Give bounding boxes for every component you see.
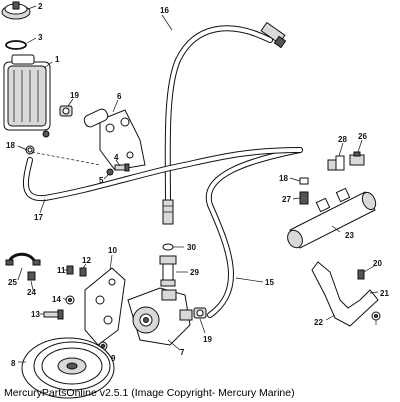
callout-19-upper: 19 <box>70 91 79 100</box>
callout-16: 16 <box>160 6 169 15</box>
callout-7: 7 <box>180 348 185 357</box>
callout-18-left: 18 <box>6 141 15 150</box>
callout-2: 2 <box>38 2 43 11</box>
clamp-18-right <box>299 177 309 185</box>
callout-23: 23 <box>345 231 354 240</box>
fitting-26 <box>349 151 365 166</box>
hose-clamp-left <box>25 145 35 155</box>
elbow-fitting-28 <box>327 155 345 171</box>
power-steering-pump <box>127 287 193 346</box>
fitting-29 <box>159 255 177 287</box>
bolt-13 <box>43 309 64 320</box>
callout-25: 25 <box>8 278 17 287</box>
bolt-11 <box>66 265 74 275</box>
bolt-4 <box>114 163 130 172</box>
hose-16-end-fitting <box>260 21 287 49</box>
callout-26: 26 <box>358 132 367 141</box>
o-ring <box>5 40 27 50</box>
bolt-5 <box>106 168 114 176</box>
callout-17: 17 <box>34 213 43 222</box>
callout-1: 1 <box>55 55 60 64</box>
support-bracket-21 <box>311 261 379 327</box>
callout-14: 14 <box>52 295 61 304</box>
callout-11: 11 <box>57 266 66 275</box>
callout-24: 24 <box>27 288 36 297</box>
o-ring-30 <box>162 243 174 251</box>
callout-28: 28 <box>338 135 347 144</box>
pump-bracket <box>84 267 126 346</box>
callout-12: 12 <box>82 256 91 265</box>
hose-16-lower-fitting <box>162 199 174 225</box>
reservoir <box>3 54 51 138</box>
bolt-24 <box>27 271 36 281</box>
mounting-bracket <box>83 108 146 171</box>
fitting-27 <box>299 191 309 205</box>
bolt-12 <box>79 267 87 277</box>
clamp-strap-25 <box>5 252 41 266</box>
callout-13: 13 <box>31 310 40 319</box>
callout-15: 15 <box>265 278 274 287</box>
callout-5: 5 <box>99 176 104 185</box>
callout-6: 6 <box>117 92 122 101</box>
fitting-19-upper <box>59 105 73 117</box>
oil-cooler <box>287 187 377 249</box>
callout-3: 3 <box>38 33 43 42</box>
callout-21: 21 <box>380 289 389 298</box>
callout-4: 4 <box>114 153 119 162</box>
callout-29: 29 <box>190 268 199 277</box>
copyright-caption: MercuryPartsOnline v2.5.1 (Image Copyrig… <box>4 387 295 399</box>
callout-18-right: 18 <box>279 174 288 183</box>
bolt-20 <box>357 269 365 280</box>
reservoir-cap <box>1 1 31 20</box>
callout-8: 8 <box>11 359 16 368</box>
pulley <box>21 337 115 399</box>
hose-16 <box>164 25 273 208</box>
hose-17 <box>22 147 303 202</box>
callout-22: 22 <box>314 318 323 327</box>
callout-labels: 1 2 3 19 6 18 4 5 16 17 18 27 28 26 23 3… <box>6 2 389 368</box>
callout-9: 9 <box>111 354 116 363</box>
hose-15 <box>205 147 303 318</box>
leader-lines <box>17 5 379 363</box>
nut-19-lower-right <box>371 311 381 321</box>
callout-30: 30 <box>187 243 196 252</box>
fitting-19-lower <box>193 307 207 319</box>
callout-10: 10 <box>108 246 117 255</box>
callout-20: 20 <box>373 259 382 268</box>
callout-27: 27 <box>282 195 291 204</box>
callout-19-lower: 19 <box>203 335 212 344</box>
washer-14 <box>65 295 75 305</box>
